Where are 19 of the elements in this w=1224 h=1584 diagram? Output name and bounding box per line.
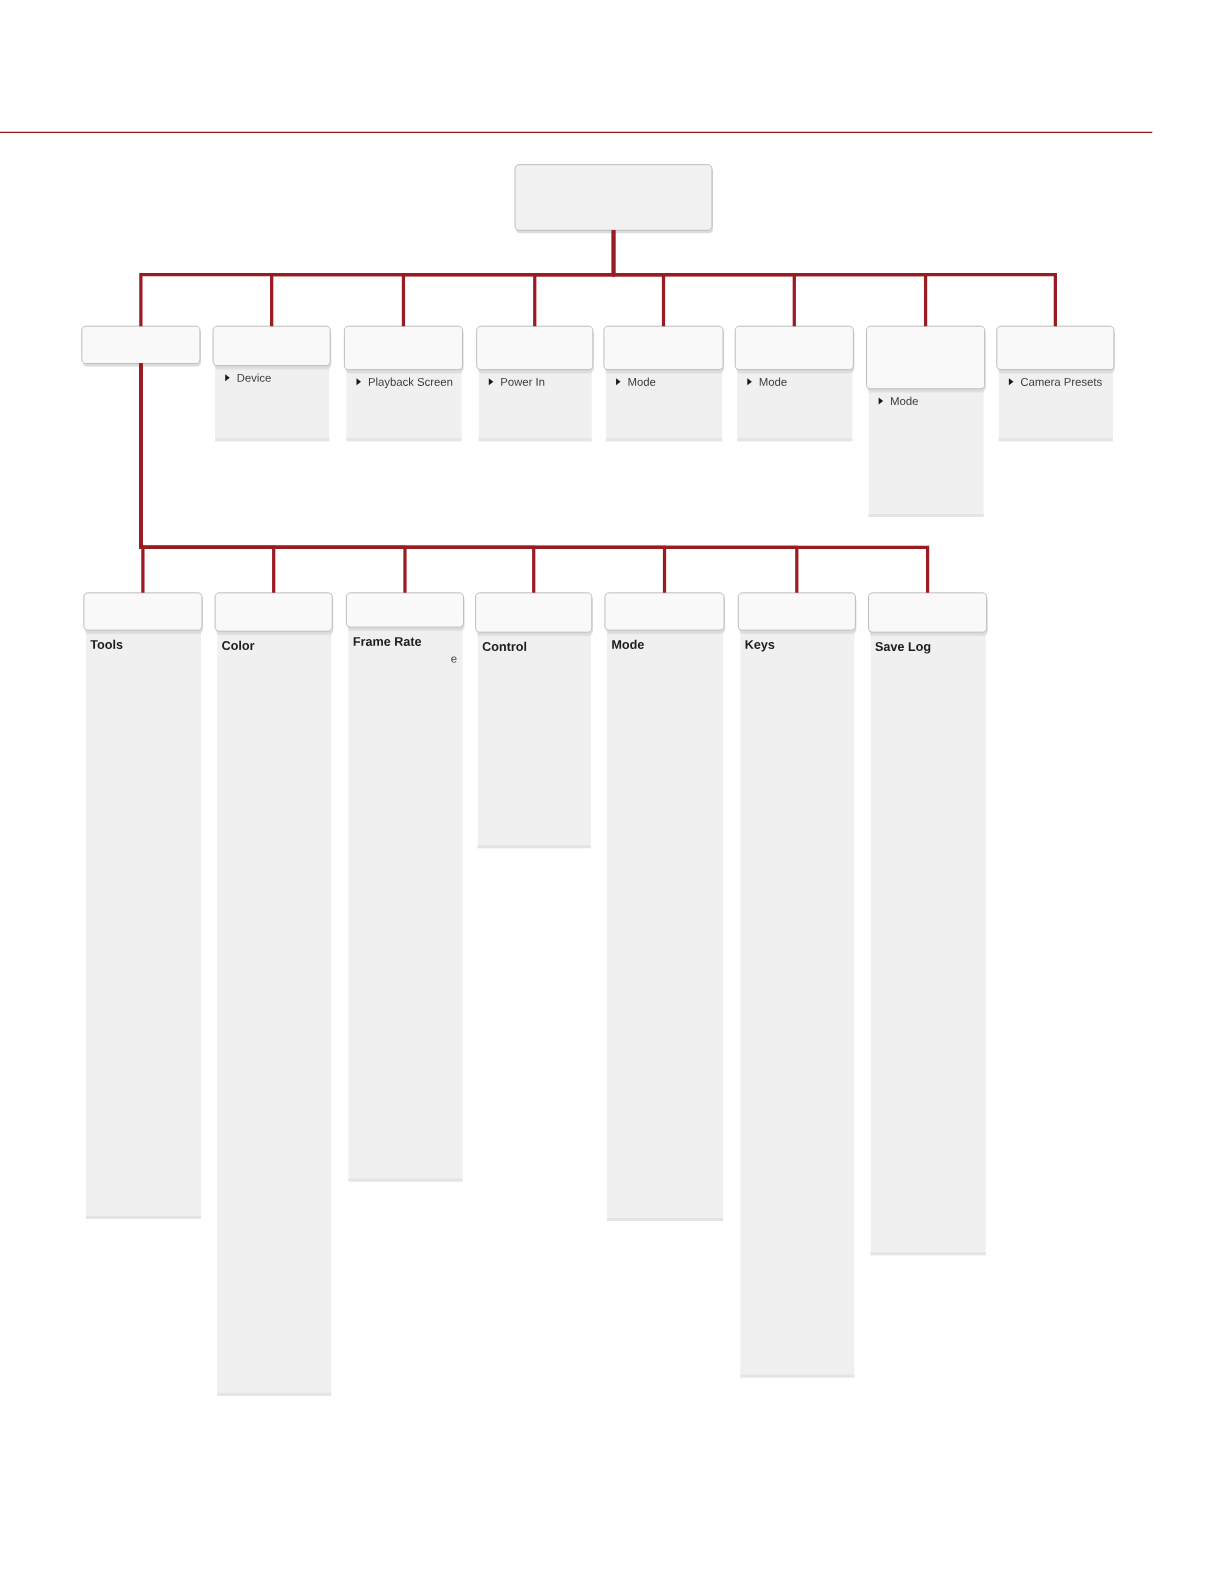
panel-heading: Mode (612, 639, 644, 649)
root-box (514, 164, 713, 234)
list-item: Mode (891, 396, 918, 406)
list-item: Camera Presets (1020, 377, 1102, 386)
panel-heading: Save Log (875, 642, 931, 654)
list-item: Power In (501, 378, 545, 386)
panel-heading: Frame Rate (353, 637, 422, 646)
list-item: Playback Screen (368, 377, 453, 389)
note-text: e (451, 656, 457, 663)
panel-heading: Tools (90, 639, 123, 649)
panel-heading: Keys (745, 640, 775, 652)
panel-heading: Control (482, 641, 527, 651)
panel-heading: Color (222, 640, 255, 650)
connector-line (139, 363, 930, 593)
connector-line (611, 230, 1057, 327)
list-item: Mode (628, 377, 656, 386)
list-item: Mode (759, 377, 787, 386)
list-item: Device (237, 373, 271, 382)
header-box (81, 325, 201, 367)
